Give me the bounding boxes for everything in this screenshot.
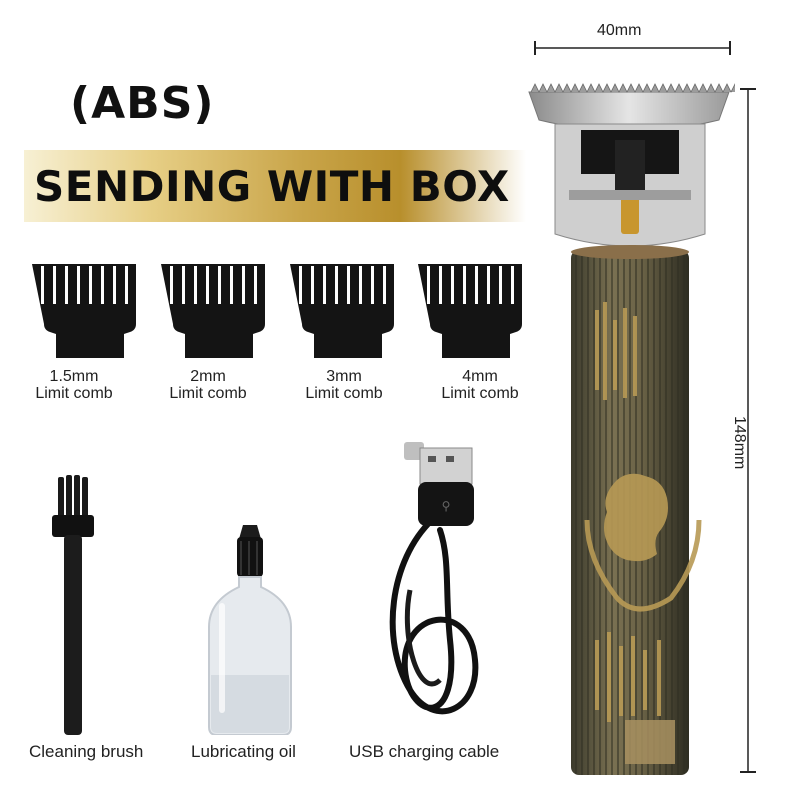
limit-comb-3mm-icon: [290, 264, 394, 358]
height-dimension-line: [740, 88, 756, 773]
width-dimension-line: [534, 41, 731, 55]
svg-text:⚲: ⚲: [442, 499, 451, 513]
height-dimension-label: 148mm: [731, 416, 748, 470]
usb-charging-cable-label: USB charging cable: [349, 742, 500, 761]
lubricating-oil-icon: [208, 525, 292, 735]
limit-comb-4mm-icon: [418, 264, 522, 358]
hair-trimmer-icon: [528, 83, 735, 775]
cleaning-brush-label: Cleaning brush: [29, 742, 144, 761]
lubricating-oil-label: Lubricating oil: [191, 742, 296, 761]
limit-comb-2mm-icon: [161, 264, 265, 358]
usb-charging-cable-icon: ⚲: [389, 442, 479, 715]
sending-with-box-banner: SENDING WITH BOX: [24, 150, 526, 222]
width-dimension-label: 40mm: [597, 22, 642, 39]
limit-comb-1-5mm-icon: [32, 264, 136, 358]
material-label: (ABS): [70, 78, 215, 129]
cleaning-brush-icon: [52, 475, 94, 735]
banner-text: SENDING WITH BOX: [34, 162, 510, 211]
